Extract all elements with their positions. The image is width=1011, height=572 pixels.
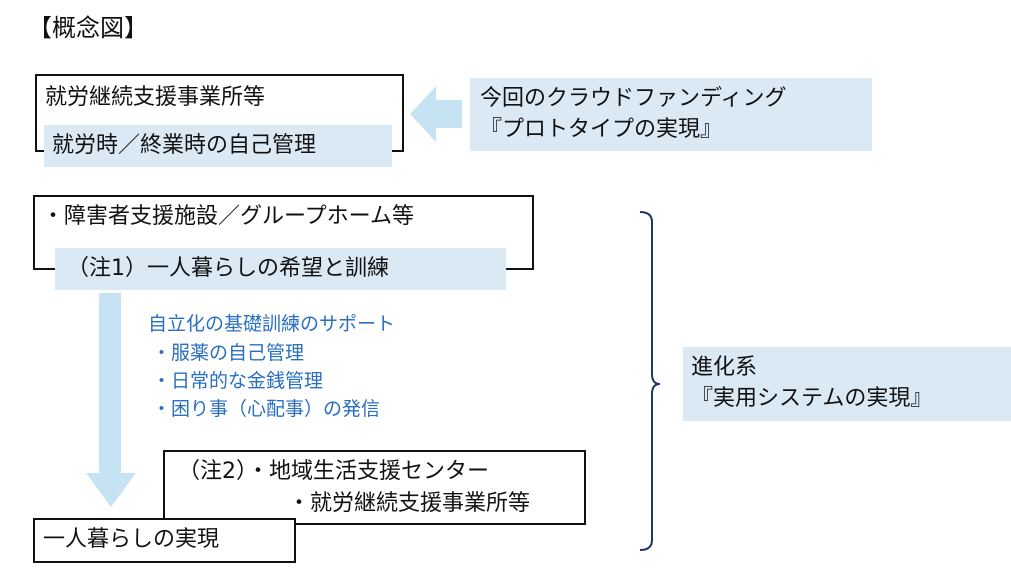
evolution-box: 進化系 『実用システムの実現』 (683, 347, 1011, 421)
support-item: ・服薬の自己管理 (152, 342, 305, 364)
left-arrow-icon (410, 86, 462, 142)
workplace-heading: 就労継続支援事業所等 (45, 85, 266, 110)
support-item: ・日常的な金銭管理 (152, 370, 324, 392)
crowdfunding-box: 今回のクラウドファンディング 『プロトタイプの実現』 (470, 78, 872, 151)
workplace-label: 就労時／終業時の自己管理 (44, 125, 392, 167)
facility-heading: ・障害者支援施設／グループホーム等 (42, 204, 415, 229)
goal-text: 一人暮らしの実現 (43, 527, 220, 552)
note2-line2: ・就労継続支援事業所等 (288, 491, 531, 516)
diagram-title: 【概念図】 (28, 14, 148, 42)
evolution-line1: 進化系 (691, 355, 758, 380)
facility-label: （注1）一人暮らしの希望と訓練 (55, 248, 506, 290)
down-arrow-icon (86, 293, 136, 507)
support-item: ・困り事（心配事）の発信 (152, 398, 381, 420)
evolution-line2: 『実用システムの実現』 (691, 386, 933, 411)
support-heading: 自立化の基礎訓練のサポート (148, 313, 396, 335)
goal-box: 一人暮らしの実現 (33, 518, 296, 563)
crowdfunding-line1: 今回のクラウドファンディング (480, 86, 787, 111)
right-brace-icon (639, 211, 661, 551)
crowdfunding-line2: 『プロトタイプの実現』 (480, 117, 723, 142)
note2-box (163, 450, 586, 525)
note2-line1: （注2）・地域生活支援センター (178, 459, 489, 484)
